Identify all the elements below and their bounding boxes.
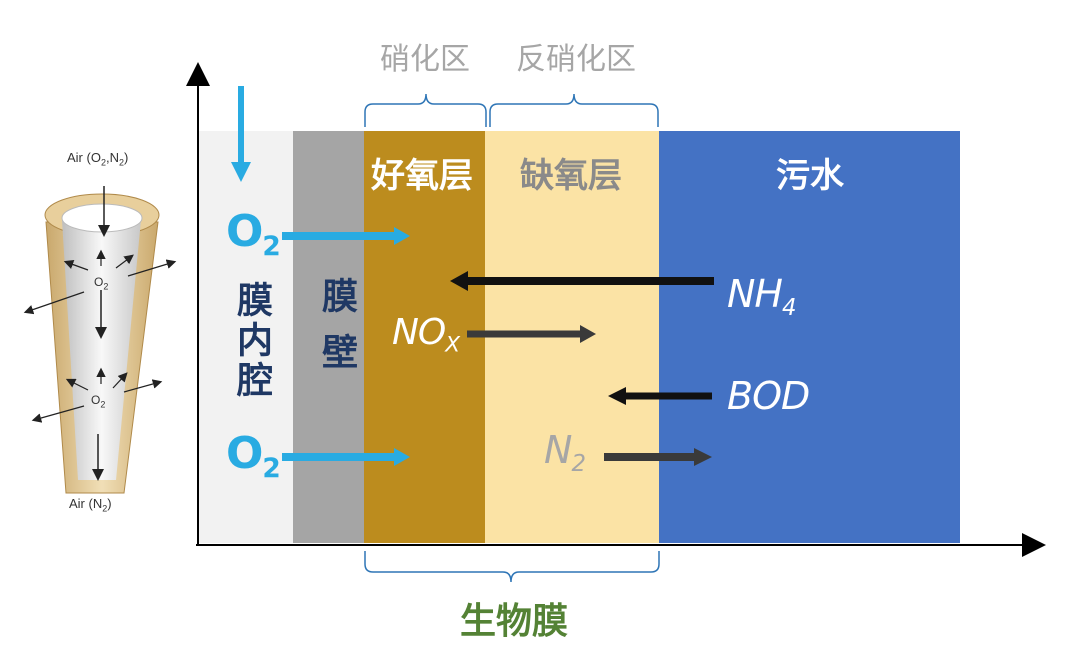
lumen-down-arrow (231, 162, 251, 182)
o2-arrow-top (394, 227, 410, 245)
lumen-label: 膜内腔 (231, 281, 272, 401)
brace-biofilm (364, 551, 660, 583)
tube-illustration (23, 186, 177, 494)
wastewater-label: 污水 (776, 156, 844, 196)
o2-arrow-bottom (394, 448, 410, 466)
zone-membrane-wall (293, 131, 364, 543)
air-in-label: Air (O2,N2) (67, 150, 129, 168)
zone-aerobic (364, 131, 485, 543)
o2-label-bottom: O2 (226, 428, 281, 485)
o2-label-top: O2 (226, 206, 281, 263)
nh4-label: NH4 (727, 272, 796, 321)
zone-lumen (198, 131, 293, 543)
nox-label: NOX (392, 312, 460, 358)
tube-inner (62, 220, 141, 480)
membrane-wall-label: 膜壁 (316, 277, 357, 389)
air-out-label: Air (N2) (69, 496, 112, 514)
bod-arrow (608, 387, 626, 405)
nitrification-zone-label: 硝化区 (380, 42, 470, 77)
n2-arrow (694, 448, 712, 466)
nh4-arrow (450, 271, 468, 291)
bod-label: BOD (727, 374, 810, 418)
biofilm-label: 生物膜 (460, 601, 569, 642)
n2-label: N2 (544, 428, 586, 477)
tube-o2-label-lower: O2 (91, 393, 106, 410)
tube-o2-label-upper: O2 (94, 275, 109, 292)
aerobic-layer-label: 好氧层 (371, 156, 473, 196)
zone-wastewater (659, 131, 960, 543)
nox-arrow (580, 325, 596, 343)
denitrification-zone-label: 反硝化区 (516, 42, 636, 77)
brace-nitrification (364, 93, 487, 127)
brace-denitrification (489, 93, 659, 127)
anoxic-layer-label: 缺氧层 (520, 156, 622, 196)
